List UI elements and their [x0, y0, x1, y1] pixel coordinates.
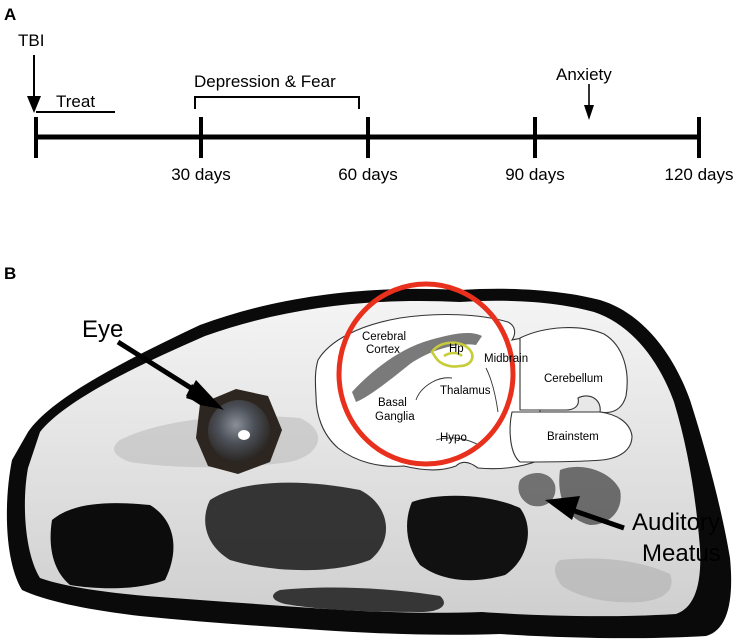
tick-label-30: 30 days — [171, 165, 231, 184]
eye-label: Eye — [82, 316, 123, 343]
label-ganglia: Ganglia — [375, 411, 415, 423]
panel-a: A TBI Treat Depression & Fear Anxiety 30… — [4, 5, 734, 184]
eye-arrow — [116, 339, 224, 410]
cerebellum-outline — [519, 327, 628, 414]
tick-label-90: 90 days — [505, 165, 565, 184]
tick-label-60: 60 days — [338, 165, 398, 184]
hippocampus — [430, 341, 474, 368]
timeline-ticks — [34, 117, 701, 158]
anxiety-arrow — [584, 84, 594, 120]
depression-fear-label: Depression & Fear — [194, 72, 336, 91]
white-matter-tract — [352, 333, 482, 402]
label-cerebellum: Cerebellum — [544, 373, 603, 385]
label-midbrain: Midbrain — [484, 353, 528, 365]
brain-diagram — [314, 313, 633, 471]
auditory-label-1: Auditory — [632, 509, 720, 536]
panel-a-letter: A — [4, 5, 16, 24]
brainstem-outline — [509, 411, 633, 463]
label-brainstem: Brainstem — [547, 431, 599, 443]
tbi-arrow — [27, 55, 41, 113]
cerebrum-outline — [314, 313, 541, 471]
auditory-arrow — [545, 496, 625, 531]
skull-shading — [50, 416, 672, 612]
tick-label-120: 120 days — [665, 165, 734, 184]
label-thalamus: Thalamus — [440, 385, 491, 397]
panel-b-letter: B — [4, 264, 16, 283]
anxiety-label: Anxiety — [556, 65, 612, 84]
tbi-label: TBI — [18, 31, 44, 50]
thalamus-divider — [415, 377, 453, 401]
treat-label: Treat — [56, 92, 95, 111]
eye-icon — [196, 389, 282, 474]
label-cortex: Cortex — [366, 344, 400, 356]
auditory-label-2: Meatus — [642, 540, 721, 567]
panel-b: B Cerebral — [4, 264, 732, 639]
label-cerebral: Cerebral — [362, 331, 406, 343]
label-hypo: Hypo — [440, 432, 467, 444]
highlight-circle — [336, 281, 516, 467]
label-basal: Basal — [378, 397, 407, 409]
midbrain-divider — [485, 367, 499, 413]
depression-fear-bracket — [194, 96, 360, 109]
label-hp: Hp — [449, 343, 464, 355]
